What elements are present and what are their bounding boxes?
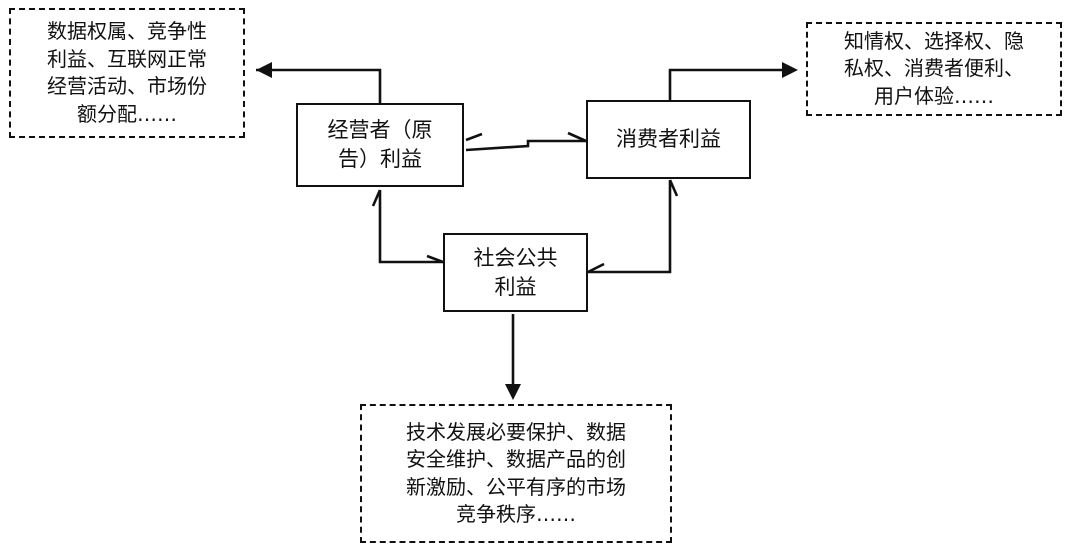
public-node: 社会公共 利益	[443, 233, 588, 312]
node-line: 利益	[494, 274, 537, 299]
harpoon-consumer-bottom	[668, 179, 679, 197]
node-line: 社会公共	[473, 245, 558, 270]
note-line: 安全维护、数据产品的创	[406, 447, 626, 471]
link-consumer-public	[588, 180, 672, 274]
note-line: 利益、互联网正常	[47, 46, 207, 71]
arrowhead-operator-note	[256, 62, 272, 78]
note-line: 新激励、公平有序的市场	[406, 474, 626, 499]
note-line: 竞争秩序……	[456, 502, 576, 526]
arrowhead-consumer-note	[782, 62, 798, 78]
node-line: 告）利益	[338, 147, 422, 171]
operator-node: 经营者（原 告）利益	[296, 103, 464, 187]
harpoon-operator-bottom	[371, 189, 382, 207]
operator-interests-note: 数据权属、竞争性 利益、互联网正常 经营活动、市场份 额分配……	[9, 8, 245, 138]
harpoon-public-left	[426, 254, 444, 264]
arrow-operator-to-note	[256, 68, 382, 103]
public-interests-note: 技术发展必要保护、数据 安全维护、数据产品的创 新激励、公平有序的市场 竞争秩序…	[360, 404, 672, 543]
note-line: 知情权、选择权、隐	[844, 28, 1024, 53]
harpoon-public-right	[587, 262, 605, 274]
arrow-consumer-to-note	[668, 68, 790, 100]
note-line: 经营活动、市场份	[47, 74, 207, 98]
consumer-node: 消费者利益	[586, 100, 751, 179]
note-line: 私权、消费者便利、	[844, 56, 1024, 81]
link-operator-public	[378, 190, 443, 264]
harpoon-consumer-end	[567, 131, 587, 143]
note-line: 用户体验……	[874, 83, 994, 108]
harpoon-operator-end	[465, 132, 483, 142]
arrowhead-public-note	[505, 384, 521, 400]
node-line: 经营者（原	[327, 118, 433, 142]
node-line: 消费者利益	[616, 127, 721, 151]
note-line: 技术发展必要保护、数据	[406, 419, 626, 444]
note-line: 数据权属、竞争性	[47, 19, 207, 43]
note-line: 额分配……	[77, 101, 177, 126]
consumer-interests-note: 知情权、选择权、隐 私权、消费者便利、 用户体验……	[806, 22, 1062, 116]
link-operator-consumer	[465, 139, 586, 152]
